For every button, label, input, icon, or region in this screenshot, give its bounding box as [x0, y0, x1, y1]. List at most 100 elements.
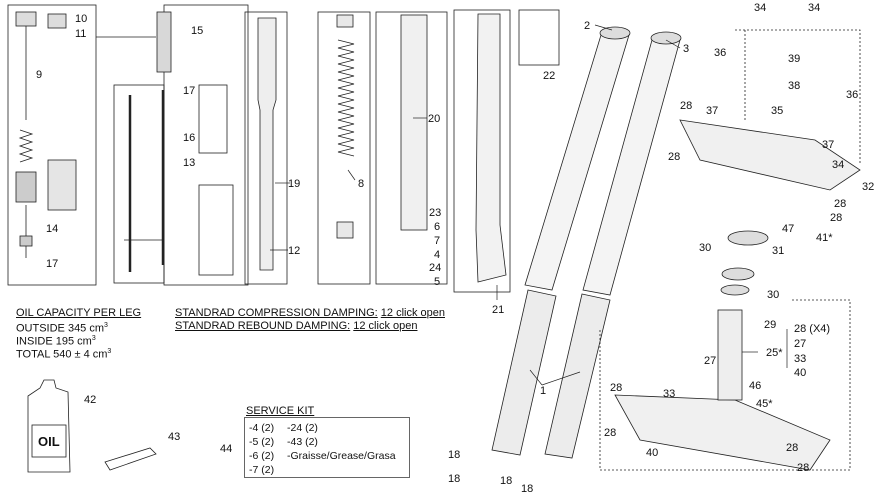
- kit-item: -7 (2): [249, 464, 275, 476]
- callout-28h: 28: [797, 462, 809, 474]
- fork-leg-shape: [475, 13, 507, 283]
- callout-20: 20: [428, 113, 440, 125]
- oil-inside-value: INSIDE 195 cm: [16, 335, 92, 348]
- callout-15: 15: [191, 25, 203, 37]
- inner-tube-shape: [257, 17, 277, 271]
- kit-item: -4 (2): [249, 422, 275, 434]
- callout-30b: 30: [767, 289, 779, 301]
- callout-40: 40: [646, 447, 658, 459]
- callout-28d: 28: [830, 212, 842, 224]
- grease-tube-shape: [104, 447, 157, 471]
- rod-panel-frame: [113, 84, 165, 284]
- rebound-damping: STANDRAD REBOUND DAMPING: 12 click open: [175, 320, 417, 332]
- callout-7: 7: [434, 235, 440, 247]
- callout-21: 21: [492, 304, 504, 316]
- callout-28g: 28: [786, 442, 798, 454]
- callout-31: 31: [772, 245, 784, 257]
- callout-28a: 28: [680, 100, 692, 112]
- service-kit-title: SERVICE KIT: [246, 405, 315, 417]
- kit-item: -6 (2): [249, 450, 275, 462]
- callout-17b: 17: [46, 258, 58, 270]
- oil-total: TOTAL 540 ± 4 cm3: [16, 346, 111, 361]
- callout-29: 29: [764, 319, 776, 331]
- callout-11: 11: [75, 28, 86, 40]
- oil-total-unit-sup: 3: [107, 348, 112, 355]
- callout-23: 23: [429, 207, 441, 219]
- callout-9: 9: [36, 69, 42, 81]
- callout-18b: 18: [448, 473, 460, 485]
- cartridge-panel-frame: [7, 4, 97, 286]
- kit-item: -43 (2): [287, 436, 318, 448]
- callout-16: 16: [183, 132, 195, 144]
- oil-inside: INSIDE 195 cm3: [16, 333, 96, 348]
- callout-33b: 33: [794, 353, 806, 365]
- compression-damping: STANDRAD COMPRESSION DAMPING: 12 click o…: [175, 307, 445, 319]
- callout-18d: 18: [521, 483, 533, 494]
- callout-37a: 37: [706, 105, 718, 117]
- piston-inset-frame: [198, 184, 234, 276]
- callout-46: 46: [749, 380, 761, 392]
- oil-outside: OUTSIDE 345 cm3: [16, 320, 108, 335]
- fork-spring-shape: [337, 39, 355, 157]
- callout-38: 38: [788, 80, 800, 92]
- valve-inset-frame: [198, 84, 228, 154]
- callout-labels: 10 11 9 15 17 16 13 14 17 19 12 8 20 23 …: [36, 2, 874, 494]
- callout-4: 4: [434, 249, 440, 261]
- oil-outside-unit-sup: 3: [104, 322, 108, 329]
- rod-cap-assembly: [156, 11, 172, 73]
- callout-44: 44: [220, 443, 232, 455]
- callout-42: 42: [84, 394, 96, 406]
- compression-damping-value: 12 click open: [380, 307, 445, 319]
- callout-36b: 36: [846, 89, 858, 101]
- callout-39: 39: [788, 53, 800, 65]
- callout-22: 22: [543, 70, 555, 82]
- rebound-damping-label: STANDRAD REBOUND DAMPING:: [175, 320, 351, 332]
- kit-item: -Graisse/Grease/Grasa: [287, 450, 396, 462]
- oil-capacity-heading: OIL CAPACITY PER LEG: [16, 307, 142, 319]
- callout-3: 3: [683, 43, 689, 55]
- callout-1: 1: [540, 385, 546, 397]
- callout-47: 47: [782, 223, 794, 235]
- kit-item: -5 (2): [249, 436, 275, 448]
- upper-triple-clamp-shape: [679, 119, 861, 191]
- compression-damping-label: STANDRAD COMPRESSION DAMPING:: [175, 307, 378, 319]
- callout-13: 13: [183, 157, 195, 169]
- damper-cartridge: [15, 11, 77, 258]
- callout-27b: 27: [794, 338, 806, 350]
- callout-28e: 28: [610, 382, 622, 394]
- service-kit-box: -4 (2) -5 (2) -6 (2) -7 (2) -24 (2) -43 …: [244, 417, 410, 478]
- steering-stem-shape: [717, 309, 743, 401]
- oil-outside-value: OUTSIDE 345 cm: [16, 322, 105, 335]
- right-slider-shape: [544, 293, 611, 459]
- oil-inside-unit-sup: 3: [91, 335, 96, 342]
- callout-36a: 36: [714, 47, 726, 59]
- callout-19: 19: [288, 178, 300, 190]
- callout-6: 6: [434, 221, 440, 233]
- callout-2: 2: [584, 20, 590, 32]
- rebound-damping-value: 12 click open: [353, 320, 418, 332]
- callout-18c: 18: [500, 475, 512, 487]
- callout-43: 43: [168, 431, 180, 443]
- callout-24: 24: [429, 262, 441, 274]
- outer-tube-shape: [400, 14, 428, 231]
- callout-45: 45*: [756, 398, 773, 410]
- callout-28b: 28: [668, 151, 680, 163]
- callout-35: 35: [771, 105, 783, 117]
- callout-12: 12: [288, 245, 300, 257]
- callout-17a: 17: [183, 85, 195, 97]
- callout-18a: 18: [448, 449, 460, 461]
- callout-34c: 34: [832, 159, 844, 171]
- cap-inset-frame: [518, 9, 560, 66]
- callout-28f: 28: [604, 427, 616, 439]
- callout-41: 41*: [816, 232, 833, 244]
- left-slider-shape: [491, 289, 557, 456]
- oil-bottle-label: OIL: [38, 434, 60, 449]
- pumping-panel-frame: [163, 4, 249, 286]
- callout-27: 27: [704, 355, 716, 367]
- inner-tube-frame: [244, 11, 288, 285]
- callout-37b: 37: [822, 139, 834, 151]
- callout-32: 32: [862, 181, 874, 193]
- callout-8: 8: [358, 178, 364, 190]
- callout-34a: 34: [754, 2, 766, 14]
